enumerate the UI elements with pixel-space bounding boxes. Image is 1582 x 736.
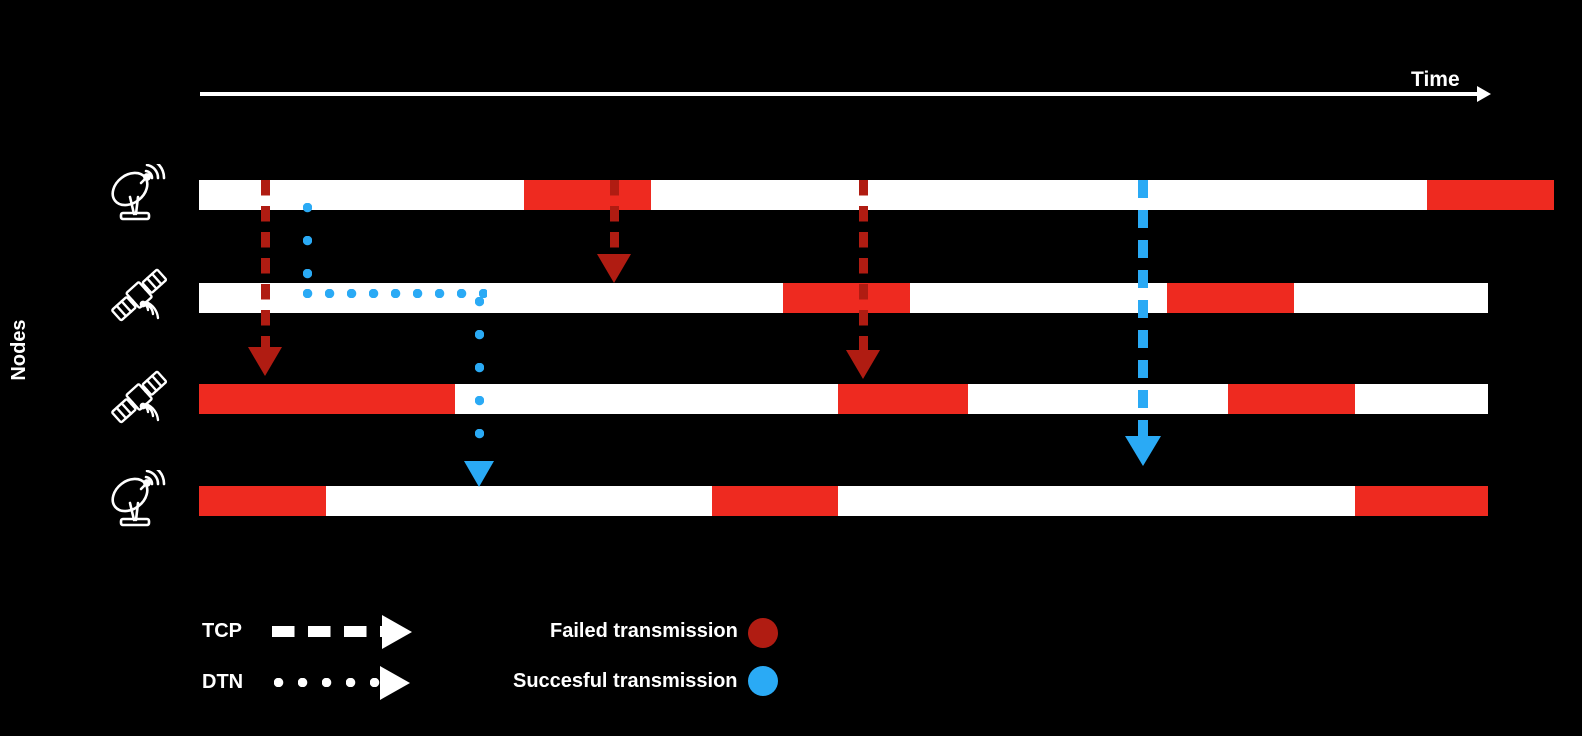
outage-segment[interactable] [199, 486, 326, 516]
timeline-row-node-1[interactable] [199, 180, 1554, 210]
time-axis-line [200, 92, 1485, 96]
tcp-arrow-2-head-icon [597, 254, 631, 283]
arrow-right-icon [1477, 86, 1491, 102]
tcp-arrow-1-head-icon [248, 347, 282, 376]
satellite-icon [104, 266, 176, 330]
outage-segment[interactable] [783, 283, 910, 313]
satellite-icon [104, 368, 176, 432]
legend-tcp-label: TCP [202, 620, 242, 642]
ground-station-dish-icon [104, 164, 176, 228]
tcp-arrow-3-head-icon [846, 350, 880, 379]
outage-segment[interactable] [1228, 384, 1355, 414]
dtn-path-arrowhead-icon [464, 461, 494, 487]
outage-segment[interactable] [1167, 283, 1294, 313]
outage-segment[interactable] [838, 384, 968, 414]
legend-failed-label: Failed transmission [550, 620, 738, 642]
outage-segment[interactable] [712, 486, 838, 516]
outage-segment[interactable] [1427, 180, 1554, 210]
timeline-row-node-2[interactable] [199, 283, 1488, 313]
timeline-row-node-3[interactable] [199, 384, 1488, 414]
tcp-arrow-1-line [260, 180, 270, 347]
dtn-path-segment-down-2 [474, 297, 484, 459]
tcp-arrow-3-line [858, 180, 868, 350]
legend-dtn-label: DTN [202, 671, 244, 693]
nodes-axis-label: Nodes [8, 319, 30, 381]
tcp-arrow-2-line [609, 180, 619, 254]
legend-failed-circle-icon [748, 618, 778, 648]
ground-station-dish-icon [104, 470, 176, 534]
legend-tcp-arrowhead-icon [382, 615, 412, 649]
timeline-row-node-4[interactable] [199, 486, 1488, 516]
legend-dtn-dotted-line [274, 678, 384, 687]
legend-successful-circle-icon [748, 666, 778, 696]
outage-segment[interactable] [199, 384, 455, 414]
outage-segment[interactable] [1355, 486, 1488, 516]
legend-dtn-arrowhead-icon [380, 666, 410, 700]
outage-segment[interactable] [524, 180, 651, 210]
dtn-dashed-arrow-4-line [1138, 180, 1148, 436]
legend-successful-label: Succesful transmission [513, 670, 738, 692]
dtn-path-segment-down-1 [302, 203, 312, 292]
dtn-dashed-arrow-4-head-icon [1125, 436, 1161, 466]
time-axis-label: Time [1411, 68, 1460, 91]
dtn-path-segment-horizontal [303, 288, 487, 298]
legend-tcp-dashed-line [272, 626, 392, 637]
